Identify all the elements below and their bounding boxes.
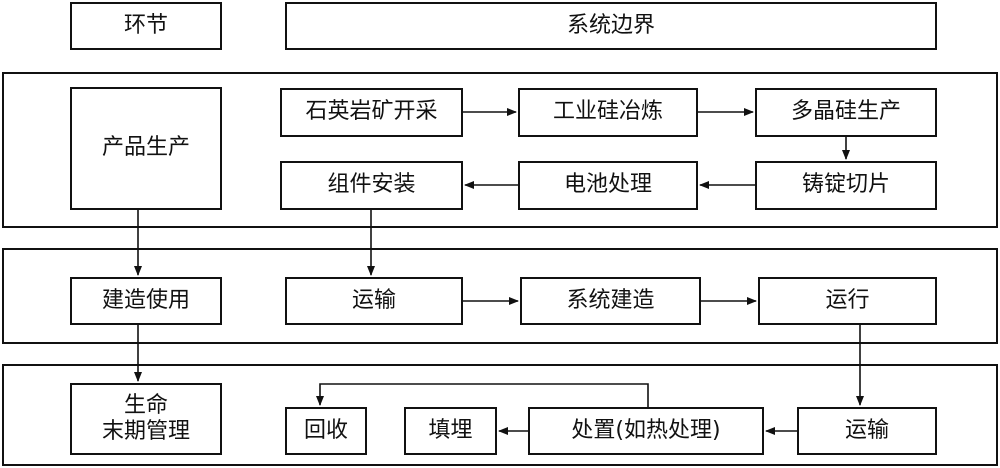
node-disposal: 处置(如热处理) bbox=[528, 407, 764, 455]
stage-eol-line2: 末期管理 bbox=[101, 419, 190, 444]
header-boundary-box: 系统边界 bbox=[285, 2, 937, 50]
node-smelting: 工业硅冶炼 bbox=[518, 88, 698, 137]
stage-production: 产品生产 bbox=[70, 87, 222, 210]
node-construction: 系统建造 bbox=[520, 277, 701, 325]
stage-end-of-life: 生命 末期管理 bbox=[70, 383, 222, 455]
node-eol-transport: 运输 bbox=[797, 407, 937, 455]
node-ingot-wafer: 铸锭切片 bbox=[755, 161, 937, 210]
node-mining: 石英岩矿开采 bbox=[280, 88, 463, 137]
header-stage-box: 环节 bbox=[70, 2, 222, 50]
node-cell: 电池处理 bbox=[518, 161, 698, 210]
band-production bbox=[2, 72, 998, 228]
node-module: 组件安装 bbox=[280, 161, 463, 210]
node-use-transport: 运输 bbox=[285, 277, 463, 325]
stage-eol-line1: 生命 bbox=[123, 392, 168, 418]
band-use bbox=[2, 248, 998, 344]
node-recycle: 回收 bbox=[285, 407, 367, 455]
band-eol bbox=[2, 364, 998, 466]
node-operation: 运行 bbox=[758, 277, 937, 325]
node-polysilicon: 多晶硅生产 bbox=[755, 88, 937, 137]
stage-use: 建造使用 bbox=[70, 277, 222, 325]
node-landfill: 填埋 bbox=[404, 407, 497, 455]
